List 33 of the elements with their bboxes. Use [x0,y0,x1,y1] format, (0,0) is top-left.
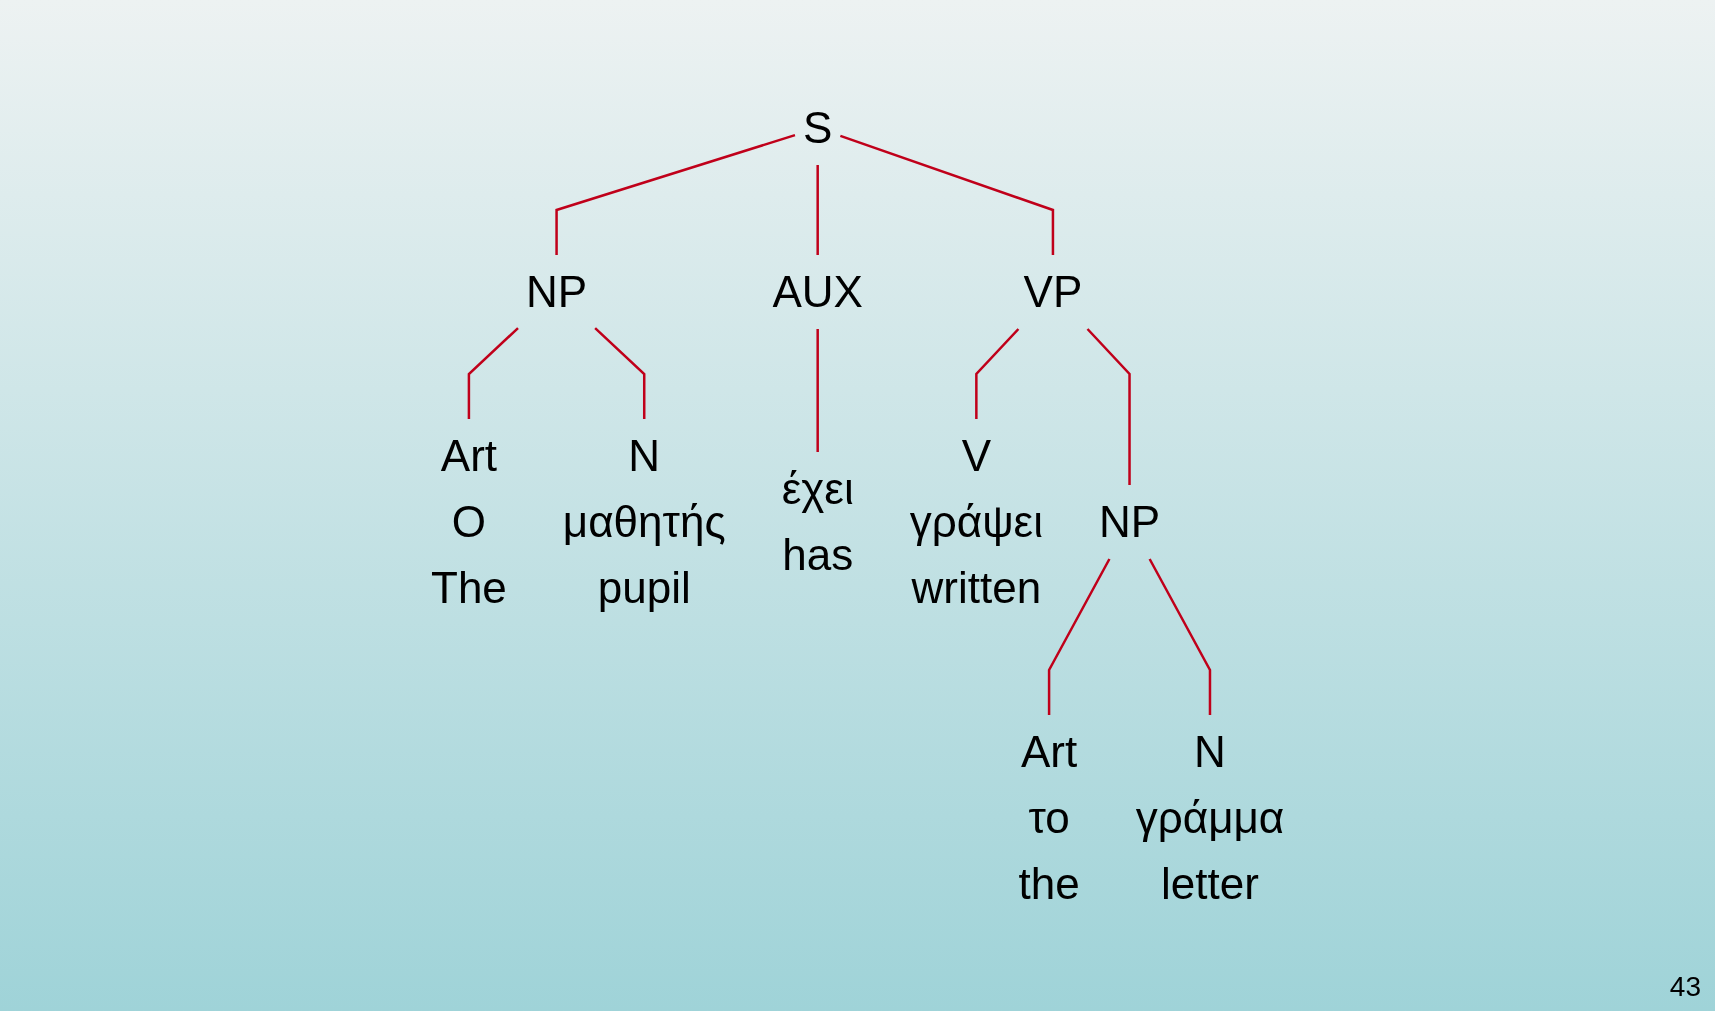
node-text: V [961,430,991,480]
node-text: S [802,102,833,152]
node-label: pupil [597,562,691,612]
node-label: the [1018,858,1080,908]
node-text: Art [1020,726,1078,776]
node-label: The [430,562,507,612]
node-label: μαθητής [562,496,726,546]
node-text: N [628,430,660,480]
node-text: N [1193,726,1226,776]
connector [555,133,796,255]
node-text: AUX [772,266,863,316]
node-text: έχει [781,463,854,513]
node-label: letter [1160,858,1259,908]
connector [816,328,819,452]
node-label: το [1028,792,1070,842]
node-label: written [911,562,1041,612]
node-label: γράμμα [1135,792,1285,842]
node-label: γράψει [909,496,1043,546]
page-number: 43 [1669,971,1701,1002]
connector [594,326,646,419]
node-label: Ο [451,496,486,546]
node-text: NP [1098,496,1160,546]
connector [839,134,1055,255]
node-label: has [782,529,854,579]
node-text: VP [1023,266,1083,316]
connector [1047,557,1111,715]
connector [1086,327,1131,485]
connector [974,327,1020,419]
node-text: NP [525,266,587,316]
connector [816,164,819,255]
connector [467,326,519,419]
connector [1148,557,1212,715]
node-text: Art [440,430,497,480]
